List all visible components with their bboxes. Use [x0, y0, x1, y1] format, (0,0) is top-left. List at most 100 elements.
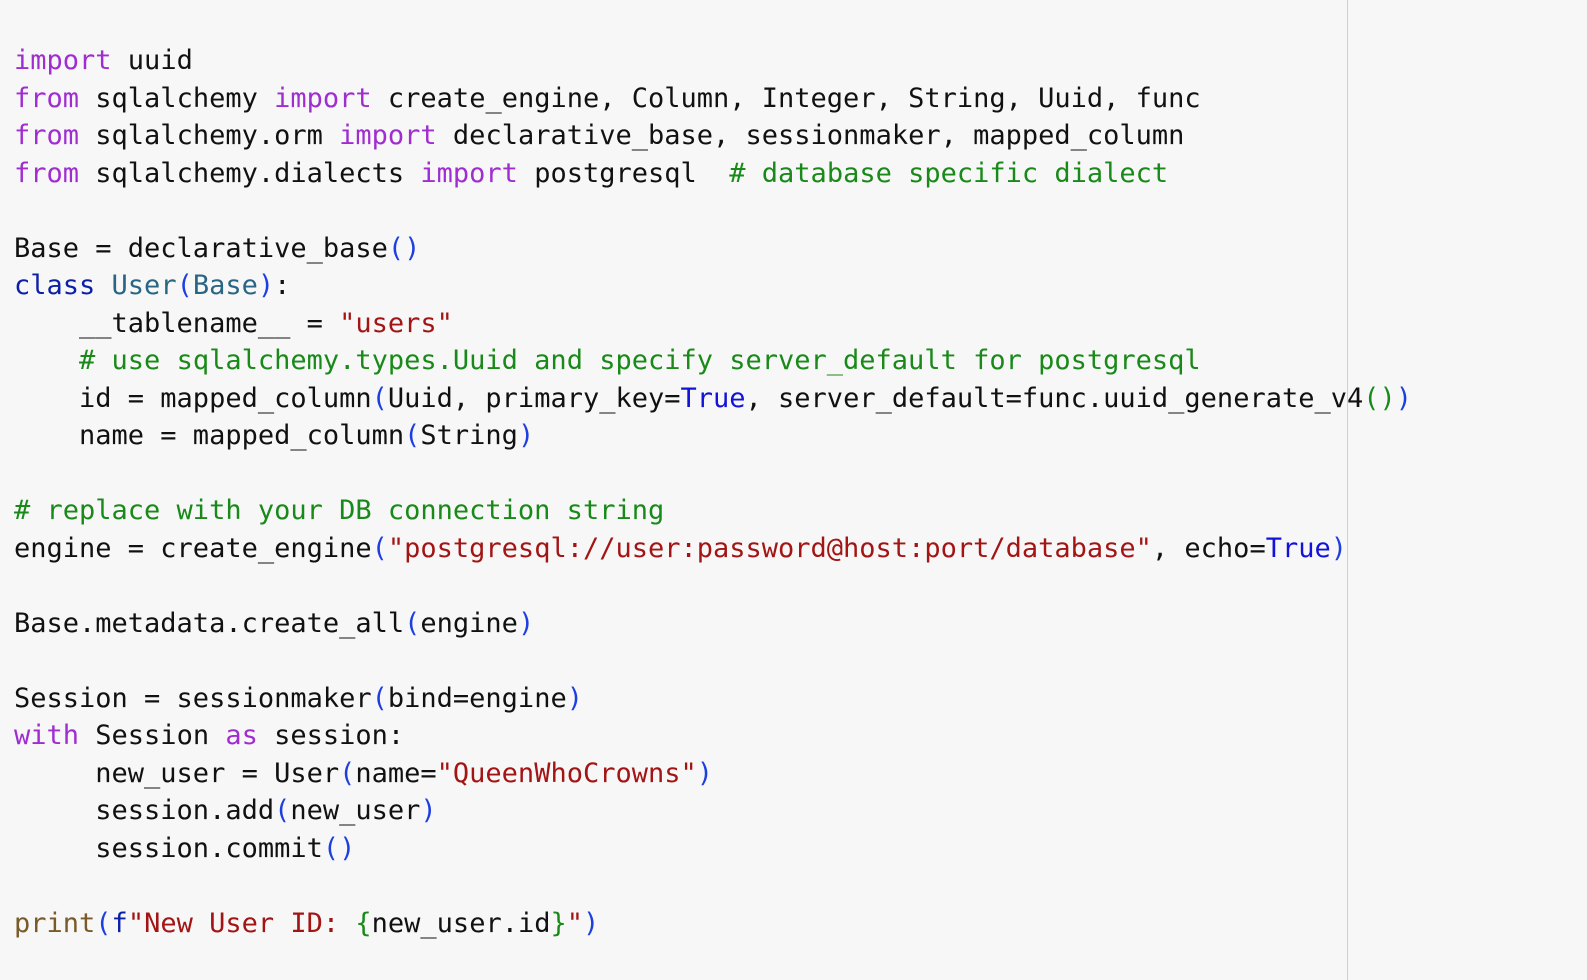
code-token: uuid [111, 45, 193, 76]
code-token: , server_default=func.uuid_generate_v4 [745, 382, 1364, 414]
code-token: engine = create_engine [14, 532, 372, 564]
code-line[interactable]: from sqlalchemy.orm import declarative_b… [14, 117, 1574, 155]
code-token: () [387, 232, 421, 264]
code-line[interactable] [14, 567, 1574, 605]
code-token: print [14, 907, 96, 939]
code-token: ( [176, 270, 193, 301]
code-token: "QueenWhoCrowns" [436, 757, 697, 789]
code-token: ( [404, 420, 421, 451]
editor-ruler-guide [1347, 0, 1348, 980]
code-line[interactable]: __tablename__ = "users" [14, 305, 1574, 343]
code-token: ) [1330, 532, 1347, 564]
code-token: " [566, 907, 583, 939]
code-token: class [14, 270, 96, 301]
code-line[interactable] [14, 192, 1574, 230]
code-token: User [111, 270, 177, 301]
code-token: name= [355, 757, 437, 789]
code-token: Uuid, primary_key= [387, 382, 681, 414]
code-token: () [1363, 382, 1396, 414]
code-line[interactable]: name = mapped_column(String) [14, 417, 1574, 455]
code-token: id = mapped_column [14, 382, 372, 414]
code-line[interactable]: import uuid [14, 42, 1574, 80]
code-line[interactable]: # replace with your DB connection string [14, 492, 1574, 530]
code-token: ) [696, 757, 714, 789]
code-token: ( [404, 607, 421, 639]
code-token: name = mapped_column [14, 420, 405, 451]
code-token: f [111, 907, 128, 939]
code-token: sqlalchemy.orm [79, 120, 340, 151]
code-line[interactable]: print(f"New User ID: {new_user.id}") [14, 905, 1574, 943]
code-token: postgresql [517, 157, 730, 189]
code-token: session: [257, 720, 405, 751]
code-token: } [550, 907, 567, 939]
code-line[interactable]: engine = create_engine("postgresql://use… [14, 530, 1574, 568]
code-token: new_user = User [14, 757, 340, 789]
code-line[interactable]: id = mapped_column(Uuid, primary_key=Tru… [14, 380, 1574, 418]
code-token: engine [420, 607, 518, 639]
code-token: # replace with your DB connection string [14, 495, 665, 526]
code-token: "postgresql://user:password@host:port/da… [387, 532, 1152, 564]
code-token: True [680, 382, 746, 414]
code-line[interactable]: session.commit() [14, 830, 1574, 868]
code-line[interactable]: Session = sessionmaker(bind=engine) [14, 680, 1574, 718]
code-token: bind=engine [387, 682, 567, 714]
code-token: ) [517, 420, 535, 451]
code-token: # use sqlalchemy.types.Uuid and specify … [79, 345, 1201, 376]
code-token: Base = declarative_base [14, 232, 388, 264]
code-token: () [322, 832, 356, 864]
code-line[interactable]: with Session as session: [14, 717, 1574, 755]
code-token: ) [566, 682, 583, 714]
code-token: "users" [339, 307, 453, 339]
code-token: ) [1395, 382, 1413, 414]
code-line[interactable]: session.add(new_user) [14, 792, 1574, 830]
code-token: ) [257, 270, 275, 301]
code-token: import [339, 120, 437, 151]
code-token: ) [517, 607, 535, 639]
code-token: "New User ID: [127, 907, 356, 939]
code-token: session.commit [14, 832, 323, 864]
code-token: from [14, 120, 80, 151]
code-token: create_engine, Column, Integer, String, … [371, 82, 1201, 114]
code-token: Base.metadata.create_all [14, 607, 405, 639]
code-token: ( [339, 757, 356, 789]
code-line[interactable] [14, 642, 1574, 680]
code-token: ( [274, 795, 291, 826]
code-token: { [355, 907, 372, 939]
code-token: from [14, 82, 80, 114]
code-token: with [14, 720, 80, 751]
code-token [14, 345, 79, 376]
code-token: String [420, 420, 518, 451]
code-line[interactable]: new_user = User(name="QueenWhoCrowns") [14, 755, 1574, 793]
code-token: ( [95, 907, 112, 939]
code-token: session.add [14, 795, 275, 826]
code-token: ) [420, 795, 437, 826]
code-token: # database specific dialect [729, 157, 1169, 189]
code-token: True [1265, 532, 1331, 564]
code-token: as [225, 720, 258, 751]
code-line[interactable] [14, 455, 1574, 493]
code-line[interactable]: from sqlalchemy import create_engine, Co… [14, 80, 1574, 118]
code-token: import [14, 45, 112, 76]
code-line[interactable]: class User(Base): [14, 267, 1574, 305]
code-token: ( [371, 532, 388, 564]
code-token: sqlalchemy.dialects [79, 157, 421, 189]
code-line[interactable]: Base = declarative_base() [14, 230, 1574, 268]
code-token: sqlalchemy [79, 82, 275, 114]
code-token: : [274, 270, 291, 301]
code-line[interactable]: Base.metadata.create_all(engine) [14, 605, 1574, 643]
code-token [95, 270, 111, 301]
code-token: import [274, 82, 372, 114]
code-line[interactable]: from sqlalchemy.dialects import postgres… [14, 155, 1574, 193]
code-token: __tablename__ = [14, 307, 340, 339]
code-token: from [14, 157, 80, 189]
code-token: new_user.id [371, 907, 551, 939]
code-token: declarative_base, sessionmaker, mapped_c… [436, 120, 1185, 151]
code-line[interactable]: # use sqlalchemy.types.Uuid and specify … [14, 342, 1574, 380]
code-token: Session [79, 720, 226, 751]
code-token: Base [192, 270, 258, 301]
code-line[interactable] [14, 867, 1574, 905]
code-token: ) [583, 907, 600, 939]
code-token: ( [371, 682, 388, 714]
code-token: ( [371, 382, 388, 414]
